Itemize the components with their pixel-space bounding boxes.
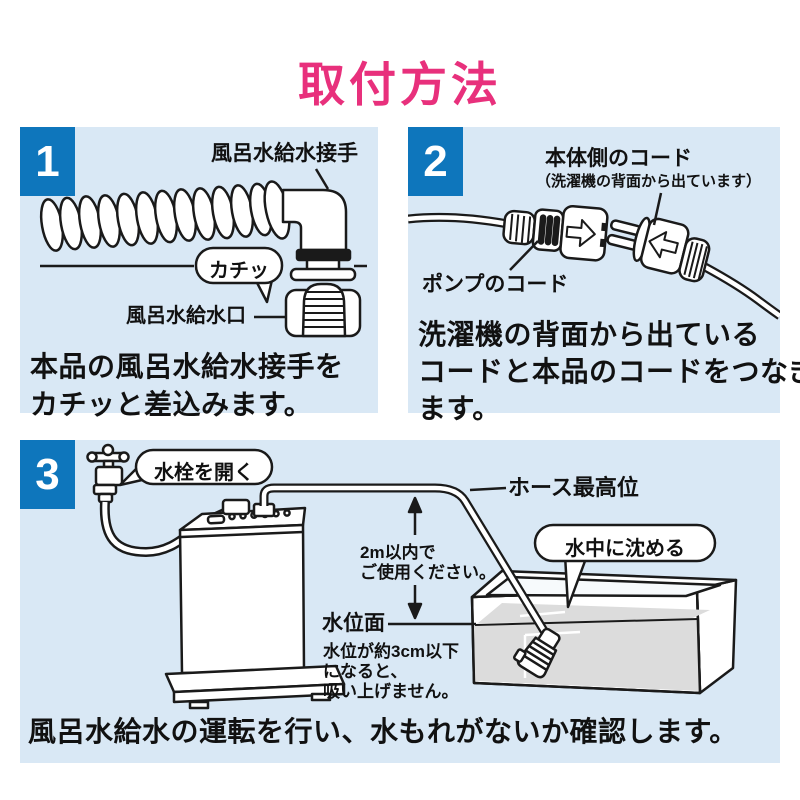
step3-number: 3 bbox=[20, 440, 75, 509]
note-2m-line2: ご使用ください。 bbox=[360, 563, 496, 582]
submerge-bubble-text: 水中に沈める bbox=[565, 538, 685, 560]
label-pump-cord: ポンプのコード bbox=[422, 273, 569, 296]
machine-plug-graphic bbox=[606, 216, 711, 283]
step3-caption: 風呂水給水の運転を行い、水もれがないか確認します。 bbox=[28, 716, 738, 747]
range-arrow-up bbox=[407, 496, 423, 535]
label-hose-top: ホース最高位 bbox=[508, 475, 639, 500]
step2-number: 2 bbox=[408, 127, 463, 196]
label-body-cord: 本体側のコード bbox=[545, 147, 692, 170]
open-tap-bubble-graphic bbox=[118, 448, 274, 487]
label-water-level: 水位面 bbox=[322, 612, 385, 635]
note-level-line2: になると、 bbox=[323, 662, 408, 681]
click-bubble-graphic bbox=[194, 246, 284, 304]
faucet-graphic bbox=[86, 443, 130, 504]
bathtub-graphic bbox=[470, 569, 738, 695]
note-level-line1: 水位が約3cm以下 bbox=[323, 642, 460, 661]
step2-caption-line3: ます。 bbox=[418, 393, 501, 424]
pump-cord-graphic bbox=[408, 212, 509, 229]
strainer-graphic bbox=[512, 627, 561, 679]
step1-panel: 1 風呂水給水接手 カチッ 風呂水給水口 本品の風呂水給水接手を カチッと差込み… bbox=[20, 127, 378, 420]
submerge-bubble-graphic bbox=[533, 523, 717, 609]
hose-top-leader-line bbox=[469, 486, 507, 492]
step1-caption-line1: 本品の風呂水給水接手を bbox=[30, 351, 344, 382]
label-body-cord-note: （洗濯機の背面から出ています） bbox=[536, 173, 762, 190]
body-cord-graphic bbox=[702, 263, 780, 320]
label-bath-water-connector: 風呂水給水接手 bbox=[211, 142, 358, 165]
corrugated-hose-graphic bbox=[39, 180, 291, 252]
step1-caption-line2: カチッと差込みます。 bbox=[30, 389, 313, 420]
supply-hose-graphic bbox=[259, 483, 553, 642]
step2-caption-line2: コードと本品のコードをつなぎ bbox=[418, 356, 800, 387]
step1-number: 1 bbox=[20, 127, 75, 196]
step2-illustration bbox=[408, 192, 780, 320]
click-bubble-text: カチッ bbox=[209, 260, 269, 282]
washing-machine-graphic bbox=[178, 506, 307, 675]
connector-leader-line bbox=[314, 168, 330, 190]
label-bath-water-inlet: 風呂水給水口 bbox=[126, 305, 246, 327]
inlet-port-graphic bbox=[284, 282, 362, 338]
body-cord-leader-line bbox=[652, 192, 663, 226]
note-2m-line1: 2m以内で bbox=[360, 543, 436, 562]
pump-connector-graphic bbox=[502, 204, 609, 262]
open-tap-bubble-text: 水栓を開く bbox=[154, 462, 254, 484]
step2-panel: 2 本体側のコード （洗濯機の背面から出ています） ポンプのコード 洗濯機の背面… bbox=[408, 127, 800, 424]
range-arrow-down bbox=[407, 585, 423, 620]
note-level-line3: 吸い上げません。 bbox=[323, 682, 459, 701]
pump-cord-leader-line bbox=[509, 240, 539, 271]
page-title: 取付方法 bbox=[298, 58, 502, 111]
elbow-connector-graphic bbox=[281, 188, 357, 282]
drain-pan-graphic bbox=[164, 664, 346, 710]
step3-panel: 3 水栓を開く ホース最高位 2m以内で ご使用ください。 水中に沈める 水位面… bbox=[20, 440, 780, 763]
machine-inlet-fitting bbox=[221, 498, 251, 516]
step3-illustration bbox=[86, 443, 738, 710]
step1-illustration bbox=[39, 168, 367, 338]
step2-caption-line1: 洗濯機の背面から出ている bbox=[418, 319, 761, 350]
